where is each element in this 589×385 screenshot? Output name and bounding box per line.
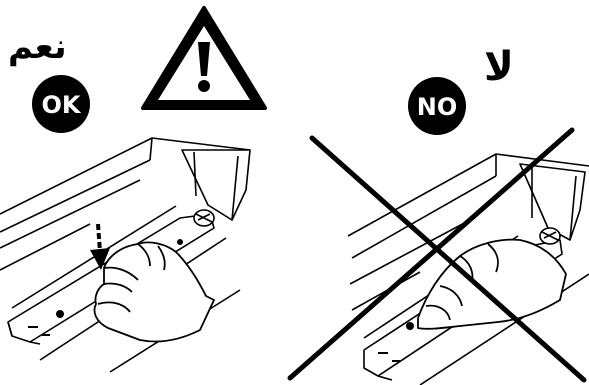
ok-panel: نعم OK — [0, 8, 265, 372]
no-badge-label: NO — [417, 93, 458, 121]
no-panel: NO لا — [290, 44, 589, 385]
ok-badge-label: OK — [42, 91, 82, 119]
warning-triangle-icon — [143, 8, 265, 108]
no-badge: NO — [408, 77, 466, 135]
ok-badge: OK — [32, 75, 90, 133]
no-arabic-label: لا — [484, 44, 514, 90]
ok-arabic-label: نعم — [8, 27, 67, 67]
